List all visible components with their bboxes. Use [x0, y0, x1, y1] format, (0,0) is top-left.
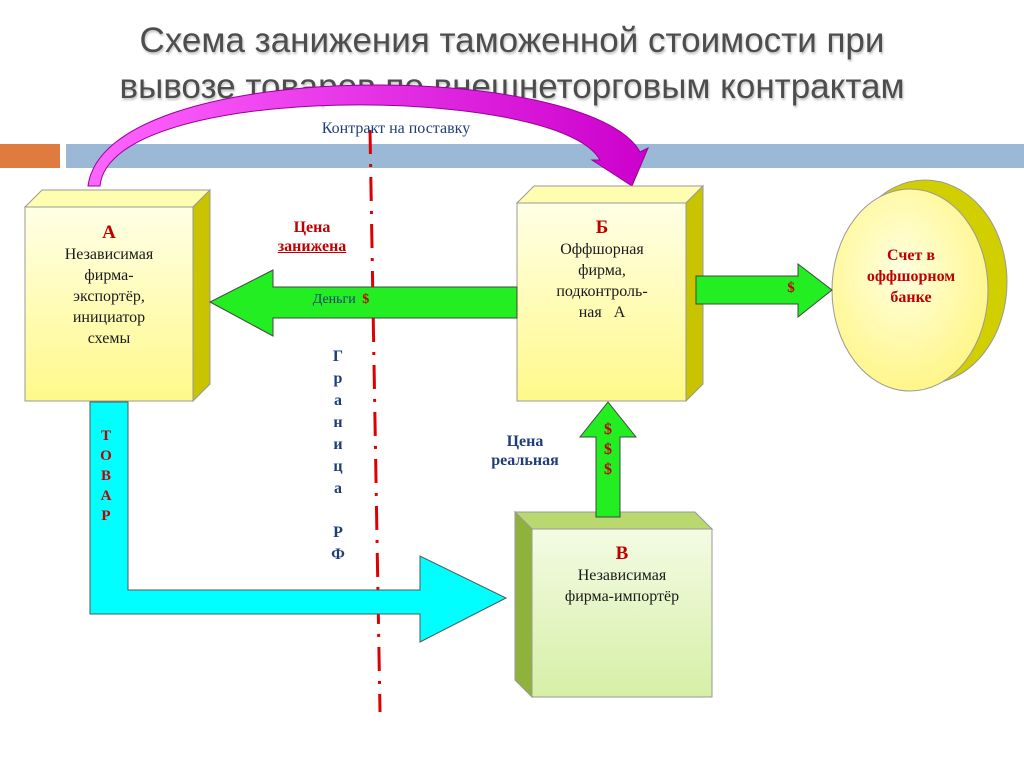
box-a-shape: [23, 188, 212, 403]
border-line: [368, 129, 382, 713]
money-text: Деньги: [312, 292, 356, 307]
box-a-line-1: Независимая: [64, 246, 154, 263]
contract-label: Контракт на поставку: [321, 120, 471, 137]
goods-letter-4: А: [100, 488, 112, 504]
money-arrow: [208, 269, 518, 337]
price-lowered-label: Цена занижена: [262, 218, 362, 256]
goods-letter-5: Р: [101, 508, 111, 524]
goods-arrow: [89, 401, 508, 643]
box-c-letter: В: [615, 543, 629, 564]
bank-line-2: оффшорном: [866, 268, 956, 285]
border-letter-4: н: [333, 414, 343, 431]
offshore-arrow: [695, 262, 833, 319]
box-b-line-1: Оффшорная: [560, 241, 644, 258]
box-a-line-2: фирма-: [84, 267, 134, 284]
real-price-arrow: [578, 401, 638, 518]
box-a-line-5: схемы: [87, 330, 131, 347]
box-b-line-3: подконтроль-: [556, 283, 648, 300]
border-letter-gap: [328, 500, 348, 522]
page-title: Схема занижения таможенной стоимости при…: [0, 18, 1024, 110]
price-real-line-2: реальная: [491, 452, 559, 469]
border-letter-2: р: [333, 370, 343, 387]
box-a-letter: А: [102, 222, 116, 243]
box-c-line-2: фирма-импортёр: [564, 588, 680, 605]
bank-line-1: Счет в: [887, 247, 935, 264]
box-b-line-2: фирма,: [578, 262, 626, 279]
box-c-text: В Независимая фирма-импортёр: [534, 543, 710, 607]
goods-label: Т О В А Р: [96, 426, 116, 526]
title-line-1: Схема занижения таможенной стоимости при: [139, 21, 885, 60]
goods-letter-1: Т: [100, 428, 111, 444]
contract-arrow: [87, 84, 649, 187]
offshore-dollar: $: [787, 280, 795, 296]
border-letter-5: и: [333, 436, 343, 453]
import-dollar-2: $: [604, 441, 612, 458]
box-a-text: А Независимая фирма- экспортёр, инициато…: [28, 222, 190, 349]
price-real-line-1: Цена: [506, 433, 544, 450]
accent-bar-orange: [0, 144, 60, 168]
goods-letter-3: В: [100, 468, 111, 484]
border-letter-7: а: [334, 480, 342, 497]
box-b-shape: [515, 184, 705, 403]
price-lowered-line-1: Цена: [293, 219, 331, 236]
bank-line-3: банке: [890, 289, 932, 306]
box-b-letter: Б: [595, 217, 609, 238]
price-real-label: Цена реальная: [470, 432, 580, 470]
money-label: Деньги $: [296, 292, 386, 308]
import-dollar-1: $: [604, 421, 612, 438]
price-lowered-line-2: занижена: [277, 238, 347, 255]
import-dollars: $ $ $: [598, 420, 618, 480]
import-dollar-3: $: [604, 461, 612, 478]
border-letter-3: а: [334, 392, 342, 409]
box-a-line-3: экспортёр,: [73, 288, 145, 305]
border-letter-1: Г: [332, 348, 344, 365]
money-symbol: $: [362, 292, 370, 307]
bank-text: Счет в оффшорном банке: [846, 245, 976, 308]
border-letter-10: Ф: [331, 546, 345, 563]
box-b-line-4: ная А: [578, 304, 626, 321]
box-a-line-4: инициатор: [72, 309, 146, 326]
accent-bar-blue: [66, 144, 1024, 168]
box-b-text: Б Оффшорная фирма, подконтроль- ная А: [518, 217, 686, 323]
border-letter-9: Р: [333, 524, 343, 541]
bank-shape: [831, 179, 1008, 392]
box-c-shape: [513, 510, 714, 699]
goods-letter-2: О: [100, 448, 112, 464]
border-letter-6: ц: [333, 458, 343, 475]
box-c-line-1: Независимая: [577, 567, 667, 584]
border-label: Г р а н и ц а Р Ф: [328, 346, 348, 566]
